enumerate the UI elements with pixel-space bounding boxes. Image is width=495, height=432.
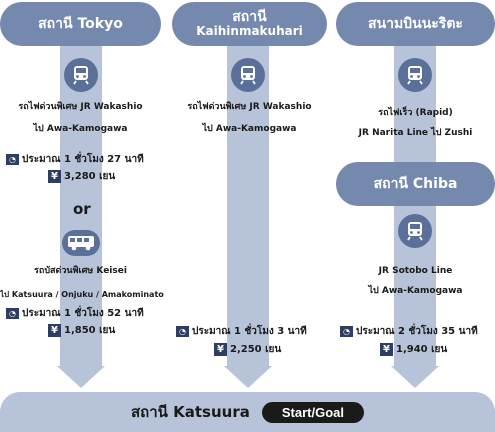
yen-icon: ¥ (214, 343, 227, 356)
yen-icon: ¥ (380, 343, 393, 356)
start-goal-badge: Start/Goal (261, 401, 364, 423)
travel-time: ◔ ประมาณ 2 ชั่วโมง 35 นาที (340, 324, 478, 339)
fare: ¥ 1,940 เยน (380, 342, 447, 357)
train-icon (64, 58, 98, 92)
clock-icon: ◔ (6, 154, 19, 165)
fare: ¥ 3,280 เยน (48, 169, 115, 184)
travel-time: ◔ ประมาณ 1 ชั่วโมง 3 นาที (176, 324, 307, 339)
train-name: รถไฟด่วนพิเศษ JR Wakashio (18, 102, 143, 112)
train-direction: ไป Awa-Kamogawa (202, 124, 297, 134)
yen-icon: ¥ (48, 170, 61, 183)
bus-icon (62, 230, 100, 256)
train-direction: ไป Awa-Kamogawa (368, 286, 463, 296)
train-icon (231, 58, 265, 92)
clock-icon: ◔ (340, 326, 353, 337)
train-name: JR Sotobo Line (378, 266, 453, 276)
route-arrow-head (224, 366, 272, 388)
destination-label: สถานี Katsuura (131, 403, 250, 421)
route-arrow-head (57, 366, 105, 388)
train-icon (398, 214, 432, 248)
bus-name: รถบัสด่วนพิเศษ Keisei (34, 266, 127, 276)
or-label: or (73, 200, 91, 218)
travel-time: ◔ ประมาณ 1 ชั่วโมง 27 นาที (6, 152, 144, 167)
yen-icon: ¥ (48, 324, 61, 337)
clock-icon: ◔ (6, 308, 19, 319)
train-name: รถไฟด่วนพิเศษ JR Wakashio (187, 102, 312, 112)
destination-katsuura: สถานี Katsuura Start/Goal (0, 392, 495, 432)
origin-header-narita: สนามบินนะริตะ (336, 2, 495, 46)
clock-icon: ◔ (176, 326, 189, 337)
route-arrow-head (391, 366, 439, 388)
train-direction: JR Narita Line ไป Zushi (358, 128, 473, 138)
fare: ¥ 2,250 เยน (214, 342, 281, 357)
origin-header-tokyo: สถานี Tokyo (0, 2, 161, 46)
origin-header-kaihinmakuhari: สถานี Kaihinmakuhari (172, 2, 327, 46)
transfer-header-chiba: สถานี Chiba (336, 162, 495, 206)
bus-direction: ไป Katsuura / Onjuku / Amakominato (0, 290, 164, 299)
train-direction: ไป Awa-Kamogawa (33, 124, 128, 134)
travel-time: ◔ ประมาณ 1 ชั่วโมง 52 นาที (6, 306, 144, 321)
fare: ¥ 1,850 เยน (48, 323, 115, 338)
train-name: รถไฟเร็ว (Rapid) (378, 108, 453, 118)
train-icon (398, 58, 432, 92)
